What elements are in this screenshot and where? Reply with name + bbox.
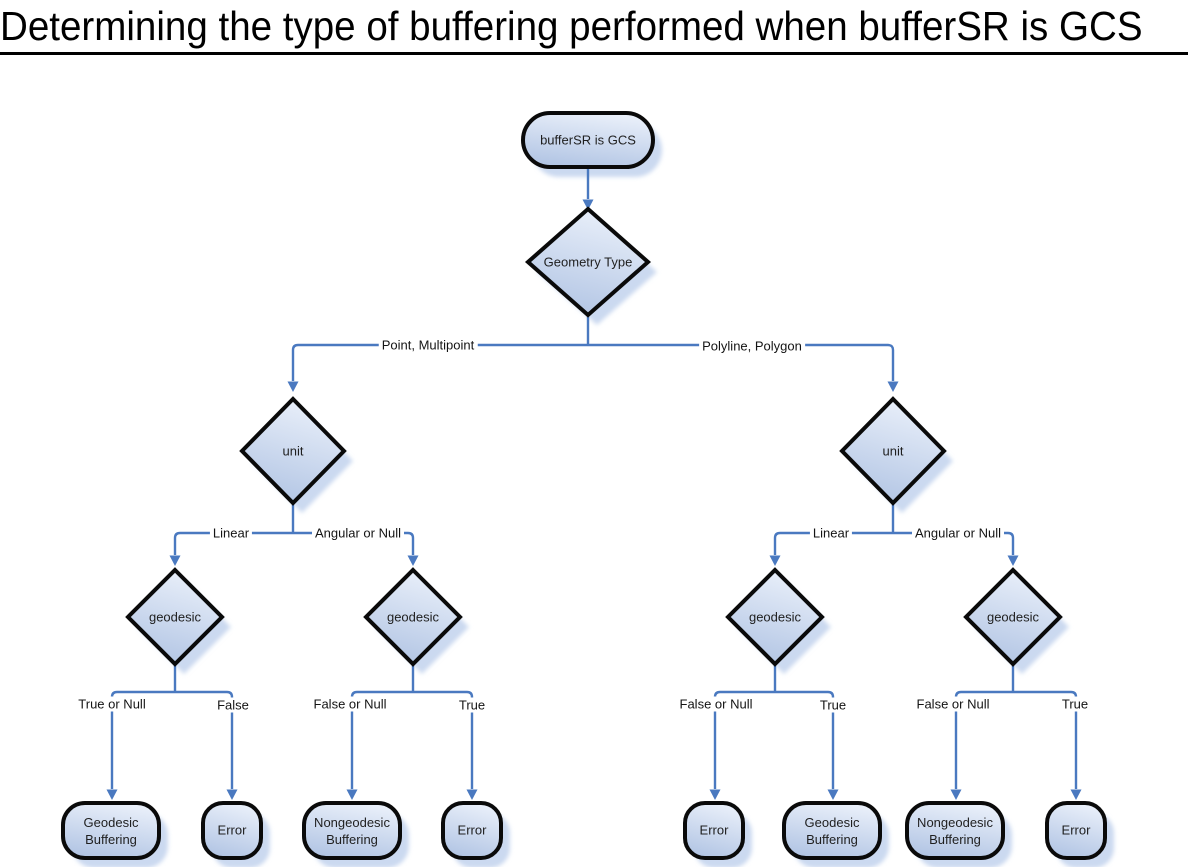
edge-geometry-split bbox=[291, 343, 895, 381]
edge-geodesic2-split bbox=[350, 664, 474, 789]
geodesic-3-label: geodesic bbox=[748, 609, 802, 625]
arrowhead bbox=[287, 381, 299, 392]
arrowhead bbox=[887, 381, 899, 392]
branch-false-or-null-4: False or Null bbox=[913, 696, 993, 712]
node-shapes bbox=[61, 111, 1107, 860]
connector-lines bbox=[110, 167, 1078, 789]
arrowhead bbox=[346, 789, 358, 800]
arrowheads bbox=[106, 199, 1082, 800]
terminal-error-1-label: Error bbox=[217, 822, 247, 838]
edge-geodesic1-split bbox=[110, 664, 234, 789]
page-title: Determining the type of buffering perfor… bbox=[0, 3, 1143, 49]
unit-left-label: unit bbox=[282, 443, 304, 459]
edge-unit-right-split bbox=[773, 531, 1015, 555]
arrowhead bbox=[226, 789, 238, 800]
arrowhead bbox=[582, 199, 594, 210]
title-underline: Determining the type of buffering perfor… bbox=[0, 0, 1188, 55]
start-node-label: bufferSR is GCS bbox=[540, 132, 636, 148]
branch-angular-right: Angular or Null bbox=[912, 525, 1004, 541]
branch-polyline-polygon: Polyline, Polygon bbox=[699, 338, 805, 354]
unit-right-label: unit bbox=[882, 443, 904, 459]
branch-false-1: False bbox=[214, 697, 252, 713]
arrowhead bbox=[169, 555, 181, 566]
edge-geodesic4-split bbox=[954, 664, 1078, 789]
geodesic-4-label: geodesic bbox=[986, 609, 1040, 625]
arrowhead bbox=[1070, 789, 1082, 800]
branch-false-or-null-2: False or Null bbox=[310, 696, 390, 712]
terminal-error-3-label: Error bbox=[699, 822, 729, 838]
arrowhead bbox=[769, 555, 781, 566]
terminal-geodesic-buffering-2-label: Geodesic Buffering bbox=[804, 815, 860, 847]
edge-unit-left-split bbox=[173, 531, 415, 555]
terminal-nongeodesic-buffering-2-label: Nongeodesic Buffering bbox=[917, 815, 993, 847]
arrowhead bbox=[1007, 555, 1019, 566]
terminal-error-2-label: Error bbox=[457, 822, 487, 838]
terminal-error-4-label: Error bbox=[1061, 822, 1091, 838]
branch-true-4: True bbox=[1058, 696, 1092, 712]
arrowhead bbox=[407, 555, 419, 566]
arrowhead bbox=[950, 789, 962, 800]
arrowhead bbox=[709, 789, 721, 800]
branch-true-2: True bbox=[455, 697, 489, 713]
branch-true-or-null-1: True or Null bbox=[75, 696, 149, 712]
branch-angular-left: Angular or Null bbox=[312, 525, 404, 541]
branch-point-multipoint: Point, Multipoint bbox=[378, 337, 478, 353]
terminal-geodesic-buffering-1-label: Geodesic Buffering bbox=[83, 815, 139, 847]
branch-true-3: True bbox=[816, 697, 850, 713]
terminal-nongeodesic-buffering-1-label: Nongeodesic Buffering bbox=[314, 815, 390, 847]
branch-false-or-null-3: False or Null bbox=[676, 696, 756, 712]
geodesic-2-label: geodesic bbox=[386, 609, 440, 625]
geometry-type-label: Geometry Type bbox=[543, 254, 633, 270]
arrowhead bbox=[466, 789, 478, 800]
branch-linear-right: Linear bbox=[809, 525, 853, 541]
edge-geodesic3-split bbox=[713, 664, 835, 789]
geodesic-1-label: geodesic bbox=[148, 609, 202, 625]
branch-linear-left: Linear bbox=[209, 525, 253, 541]
arrowhead bbox=[106, 789, 118, 800]
arrowhead bbox=[827, 789, 839, 800]
